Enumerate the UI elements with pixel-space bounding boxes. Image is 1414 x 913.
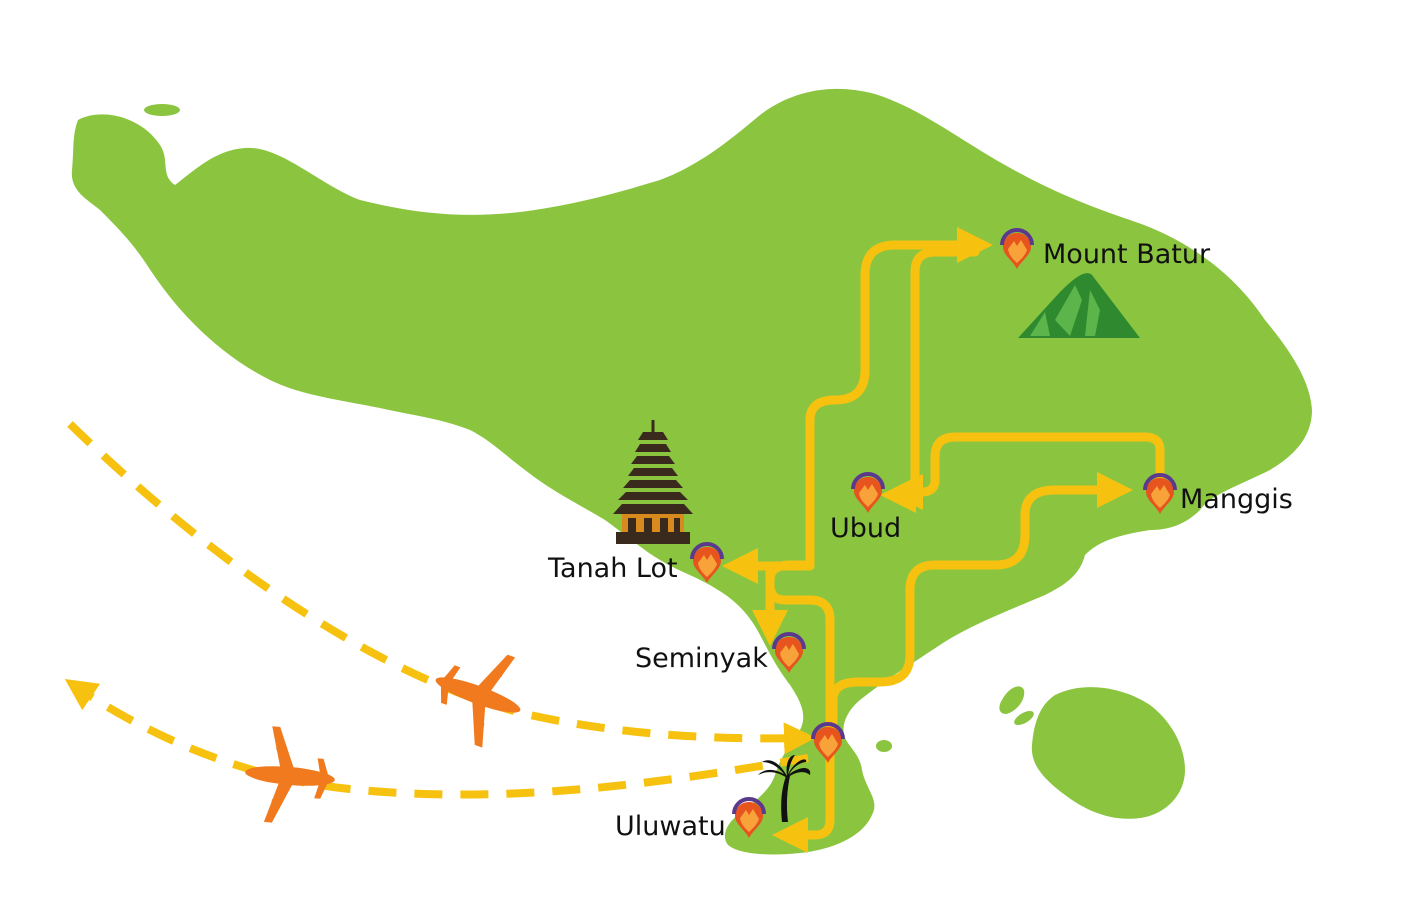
label-tanah-lot: Tanah Lot: [547, 553, 678, 584]
nusa-ceningan: [1014, 711, 1034, 725]
islet-north: [144, 104, 180, 116]
label-ubud: Ubud: [830, 513, 901, 544]
route-manggis-to-ubud: [887, 432, 1165, 510]
airplane-icon: [419, 634, 537, 756]
nusa-lembongan: [999, 686, 1025, 714]
temple-icon: [613, 420, 693, 544]
label-mount-batur: Mount Batur: [1043, 239, 1211, 270]
departure-flight-path: [64, 679, 809, 799]
serangan-islet: [876, 740, 892, 752]
label-seminyak: Seminyak: [635, 643, 768, 674]
palm-tree-icon: [758, 755, 811, 822]
mountain-icon: [1018, 273, 1140, 338]
airplane-icon: [240, 724, 340, 828]
nusa-penida: [1031, 687, 1185, 819]
arrival-flight-path: [67, 421, 816, 755]
label-manggis: Manggis: [1180, 484, 1293, 515]
flight-paths: [64, 421, 816, 799]
route-to-manggis: [828, 472, 1133, 735]
route-lines: [722, 227, 1165, 853]
route-to-uluwatu: [772, 745, 835, 853]
bali-mainland: [71, 88, 1312, 855]
label-uluwatu: Uluwatu: [615, 811, 726, 842]
bali-island: [71, 88, 1312, 855]
